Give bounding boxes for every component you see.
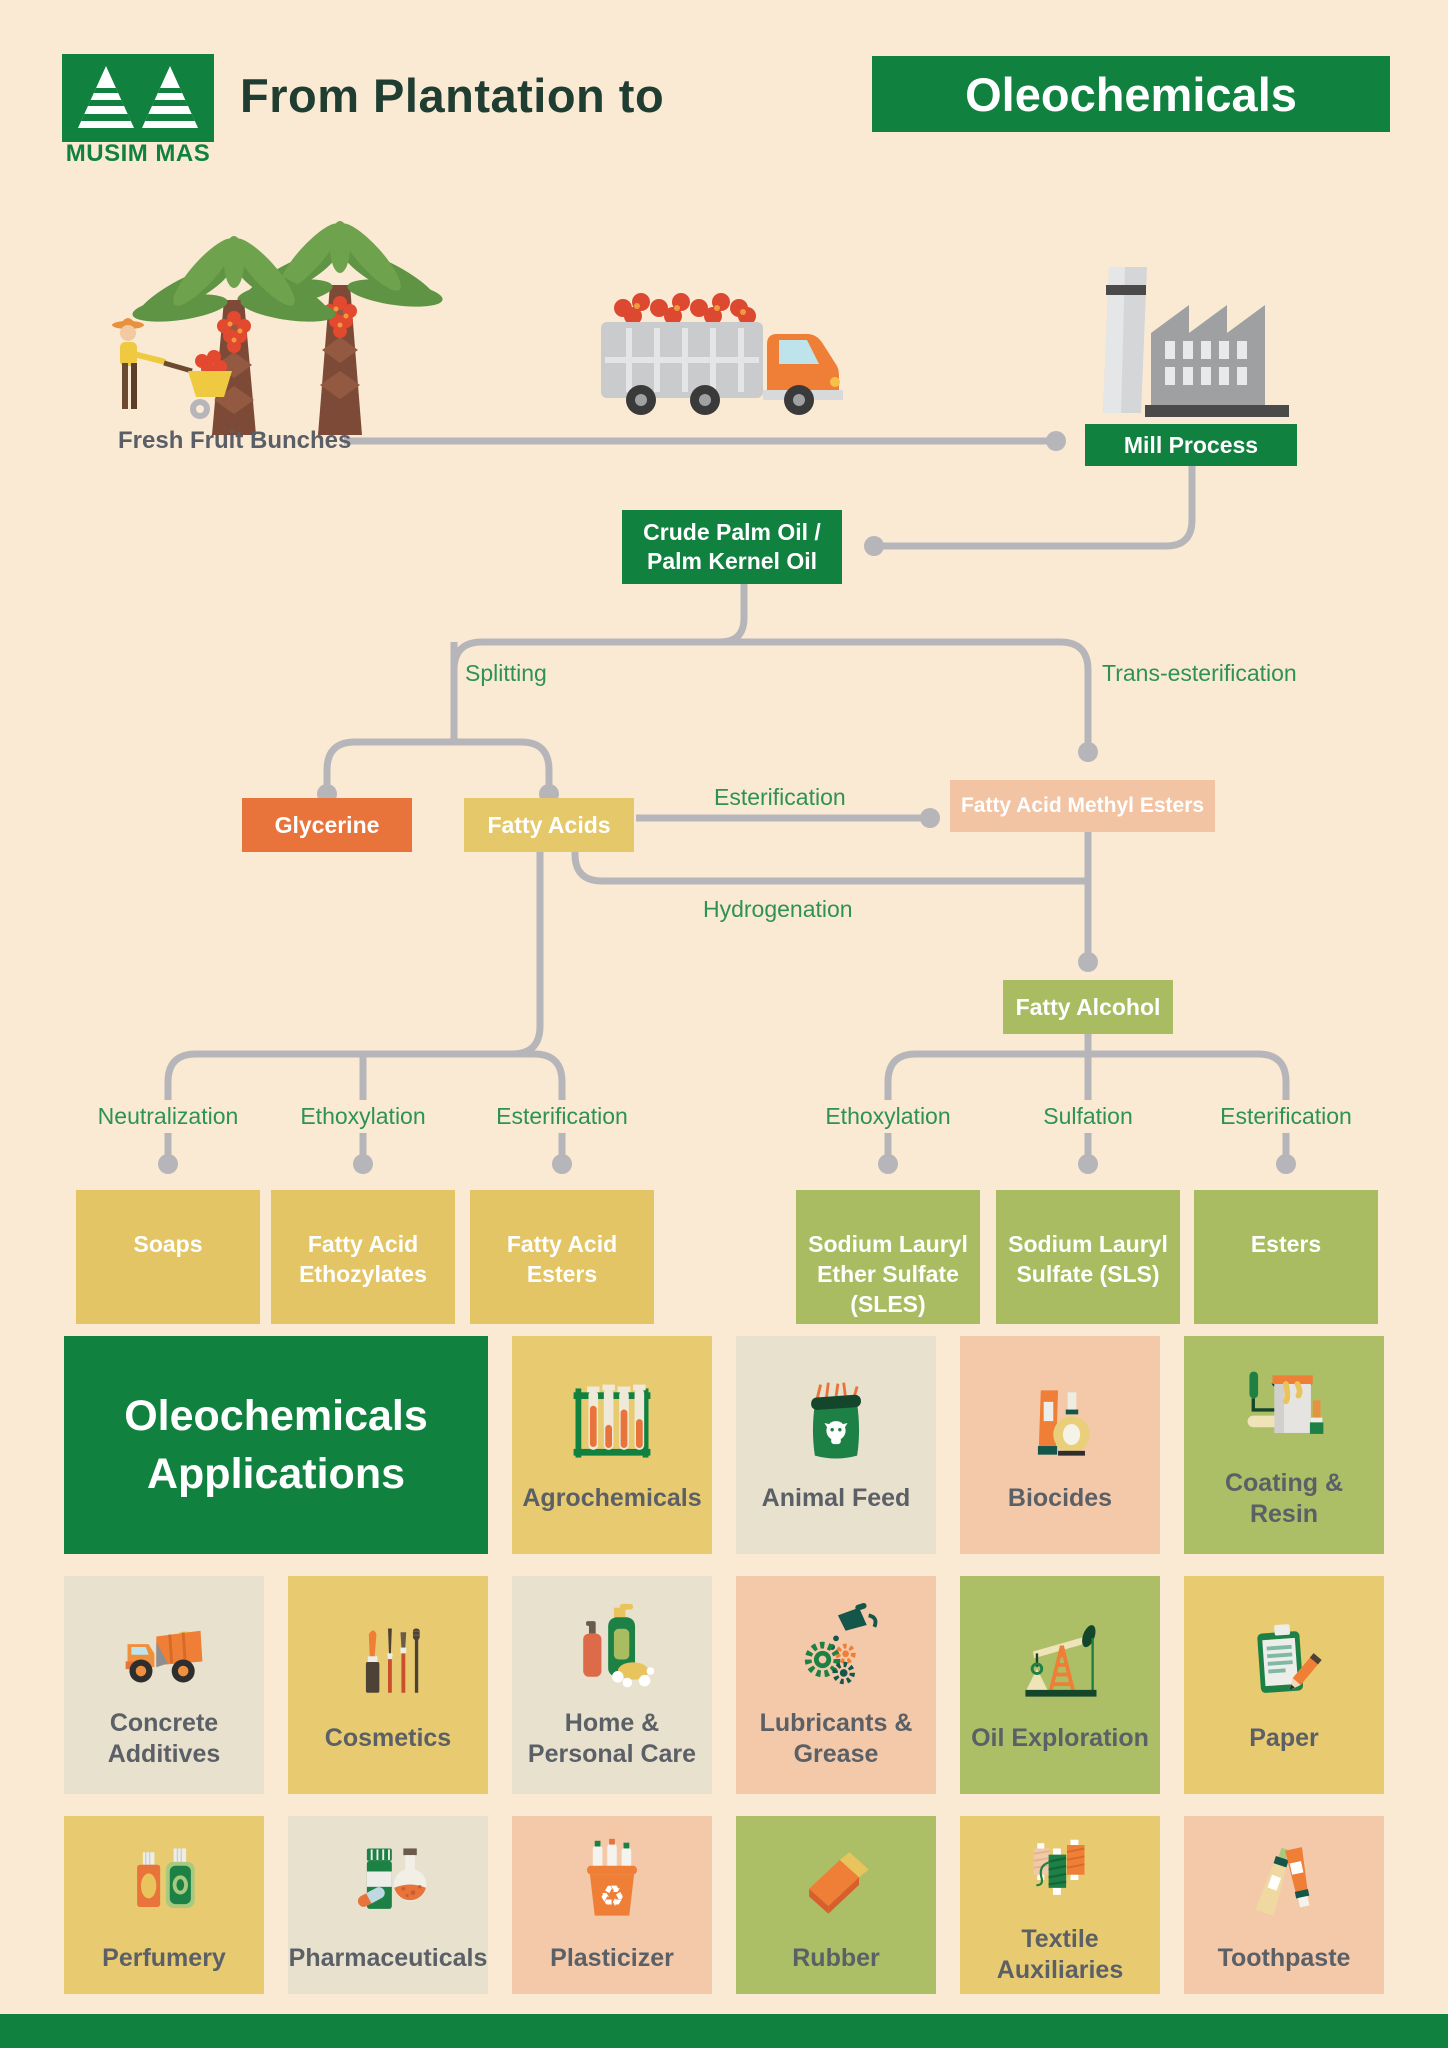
- application-tile-rubber: Rubber: [736, 1816, 936, 1994]
- application-tile-toothpaste: Toothpaste: [1184, 1816, 1384, 1994]
- thread-spools-icon: [1033, 1839, 1085, 1895]
- toothpaste-icon: [1255, 1847, 1310, 1917]
- sls-box: Sodium Lauryl Sulfate (SLS): [996, 1190, 1180, 1324]
- hydrogenation-label: Hydrogenation: [703, 896, 853, 922]
- sulfation-label: Sulfation: [1035, 1100, 1141, 1133]
- page-title: From Plantation to: [240, 68, 665, 122]
- application-tile-agrochemicals: Agrochemicals: [512, 1336, 712, 1554]
- tile-label: Home & Personal Care: [527, 1708, 697, 1768]
- medicine-icon: [357, 1848, 427, 1910]
- tile-label: Toothpaste: [1217, 1944, 1351, 1973]
- palm-tree-icon: [132, 236, 336, 435]
- pump-jack-icon: [1025, 1625, 1097, 1697]
- feed-sack-icon: [811, 1382, 861, 1459]
- footer-bar: [0, 2014, 1448, 2048]
- fatty-acid-ethozylates-box: Fatty Acid Ethozylates: [271, 1190, 455, 1324]
- sles-box: Sodium Lauryl Ether Sulfate (SLES): [796, 1190, 980, 1324]
- esterification-label: Esterification: [1212, 1100, 1360, 1133]
- perfume-bottles-icon: [137, 1848, 195, 1909]
- application-tile-concrete-additives: Concrete Additives: [64, 1576, 264, 1794]
- oil-can-gears-icon: [804, 1602, 878, 1684]
- factory-icon: [1103, 267, 1289, 417]
- brand-name: MUSIM MAS: [65, 140, 211, 167]
- tile-label: Oil Exploration: [971, 1724, 1149, 1753]
- esterification-label: Esterification: [488, 1100, 636, 1133]
- tile-label: Perfumery: [102, 1944, 226, 1973]
- tile-label: Paper: [1249, 1724, 1319, 1753]
- application-tile-coating-resin: Coating & Resin: [1184, 1336, 1384, 1554]
- applications-grid: Oleochemicals Applications Agrochemicals: [64, 1336, 1384, 1994]
- fatty-alcohol-box: Fatty Alcohol: [1003, 980, 1173, 1034]
- soaps-box: Soaps: [76, 1190, 260, 1324]
- application-tile-biocides: Biocides: [960, 1336, 1160, 1554]
- farmer-icon: [112, 318, 232, 419]
- tile-label: Lubricants & Grease: [759, 1708, 913, 1768]
- eraser-icon: [809, 1852, 869, 1915]
- plantation-illustration: [112, 221, 443, 435]
- tile-label: Agrochemicals: [522, 1484, 702, 1513]
- recycle-bin-icon: ♻: [587, 1839, 637, 1917]
- crude-palm-oil-box: Crude Palm Oil / Palm Kernel Oil: [622, 510, 842, 584]
- application-tile-oil-exploration: Oil Exploration: [960, 1576, 1160, 1794]
- ethoxylation-label: Ethoxylation: [817, 1100, 959, 1133]
- applications-title: Oleochemicals Applications: [64, 1336, 488, 1554]
- tile-label: Cosmetics: [324, 1724, 452, 1753]
- trans-esterification-label: Trans-esterification: [1102, 660, 1297, 686]
- page-title-highlight: Oleochemicals: [872, 56, 1390, 132]
- dump-truck-icon: [125, 1630, 203, 1683]
- application-tile-plasticizer: ♻ Plasticizer: [512, 1816, 712, 1994]
- splitting-label: Splitting: [465, 660, 547, 686]
- palm-tree-icon: [237, 221, 443, 435]
- application-tile-home-personal-care: Home & Personal Care: [512, 1576, 712, 1794]
- tile-label: Concrete Additives: [107, 1708, 221, 1768]
- tile-label: Biocides: [1007, 1484, 1113, 1513]
- test-tubes-icon: [573, 1384, 651, 1458]
- application-tile-perfumery: Perfumery: [64, 1816, 264, 1994]
- tile-label: Plasticizer: [550, 1944, 674, 1973]
- paint-bucket-icon: [1247, 1371, 1324, 1434]
- fatty-acid-esters-box: Fatty Acid Esters: [470, 1190, 654, 1324]
- application-tile-cosmetics: Cosmetics: [288, 1576, 488, 1794]
- tile-label: Rubber: [792, 1944, 880, 1973]
- truck-icon: [601, 293, 843, 415]
- tile-label: Coating & Resin: [1224, 1468, 1344, 1528]
- fatty-acid-methyl-esters-box: Fatty Acid Methyl Esters: [950, 780, 1215, 832]
- musim-mas-logo: [62, 54, 214, 142]
- tile-label: Animal Feed: [761, 1484, 911, 1513]
- fatty-acids-box: Fatty Acids: [464, 798, 634, 852]
- mill-process-box: Mill Process: [1085, 424, 1297, 466]
- application-tile-paper: Paper: [1184, 1576, 1384, 1794]
- neutralization-label: Neutralization: [89, 1100, 247, 1133]
- esters-box: Esters: [1194, 1190, 1378, 1324]
- tile-label: Textile Auxiliaries: [996, 1924, 1124, 1984]
- tile-label: Pharmaceuticals: [288, 1944, 488, 1973]
- application-tile-pharmaceuticals: Pharmaceuticals: [288, 1816, 488, 1994]
- clipboard-pencil-icon: [1257, 1624, 1322, 1694]
- cosmetics-icon: [365, 1628, 420, 1694]
- svg-text:♻: ♻: [599, 1879, 625, 1913]
- soap-bottles-icon: [583, 1603, 655, 1688]
- glycerine-box: Glycerine: [242, 798, 412, 852]
- ethoxylation-label: Ethoxylation: [292, 1100, 434, 1133]
- fresh-fruit-bunches-label: Fresh Fruit Bunches: [118, 427, 352, 454]
- esterification-label: Esterification: [714, 784, 846, 810]
- application-tile-textile-auxiliaries: Textile Auxiliaries: [960, 1816, 1160, 1994]
- biocide-bottles-icon: [1037, 1390, 1090, 1457]
- application-tile-animal-feed: Animal Feed: [736, 1336, 936, 1554]
- application-tile-lubricants-grease: Lubricants & Grease: [736, 1576, 936, 1794]
